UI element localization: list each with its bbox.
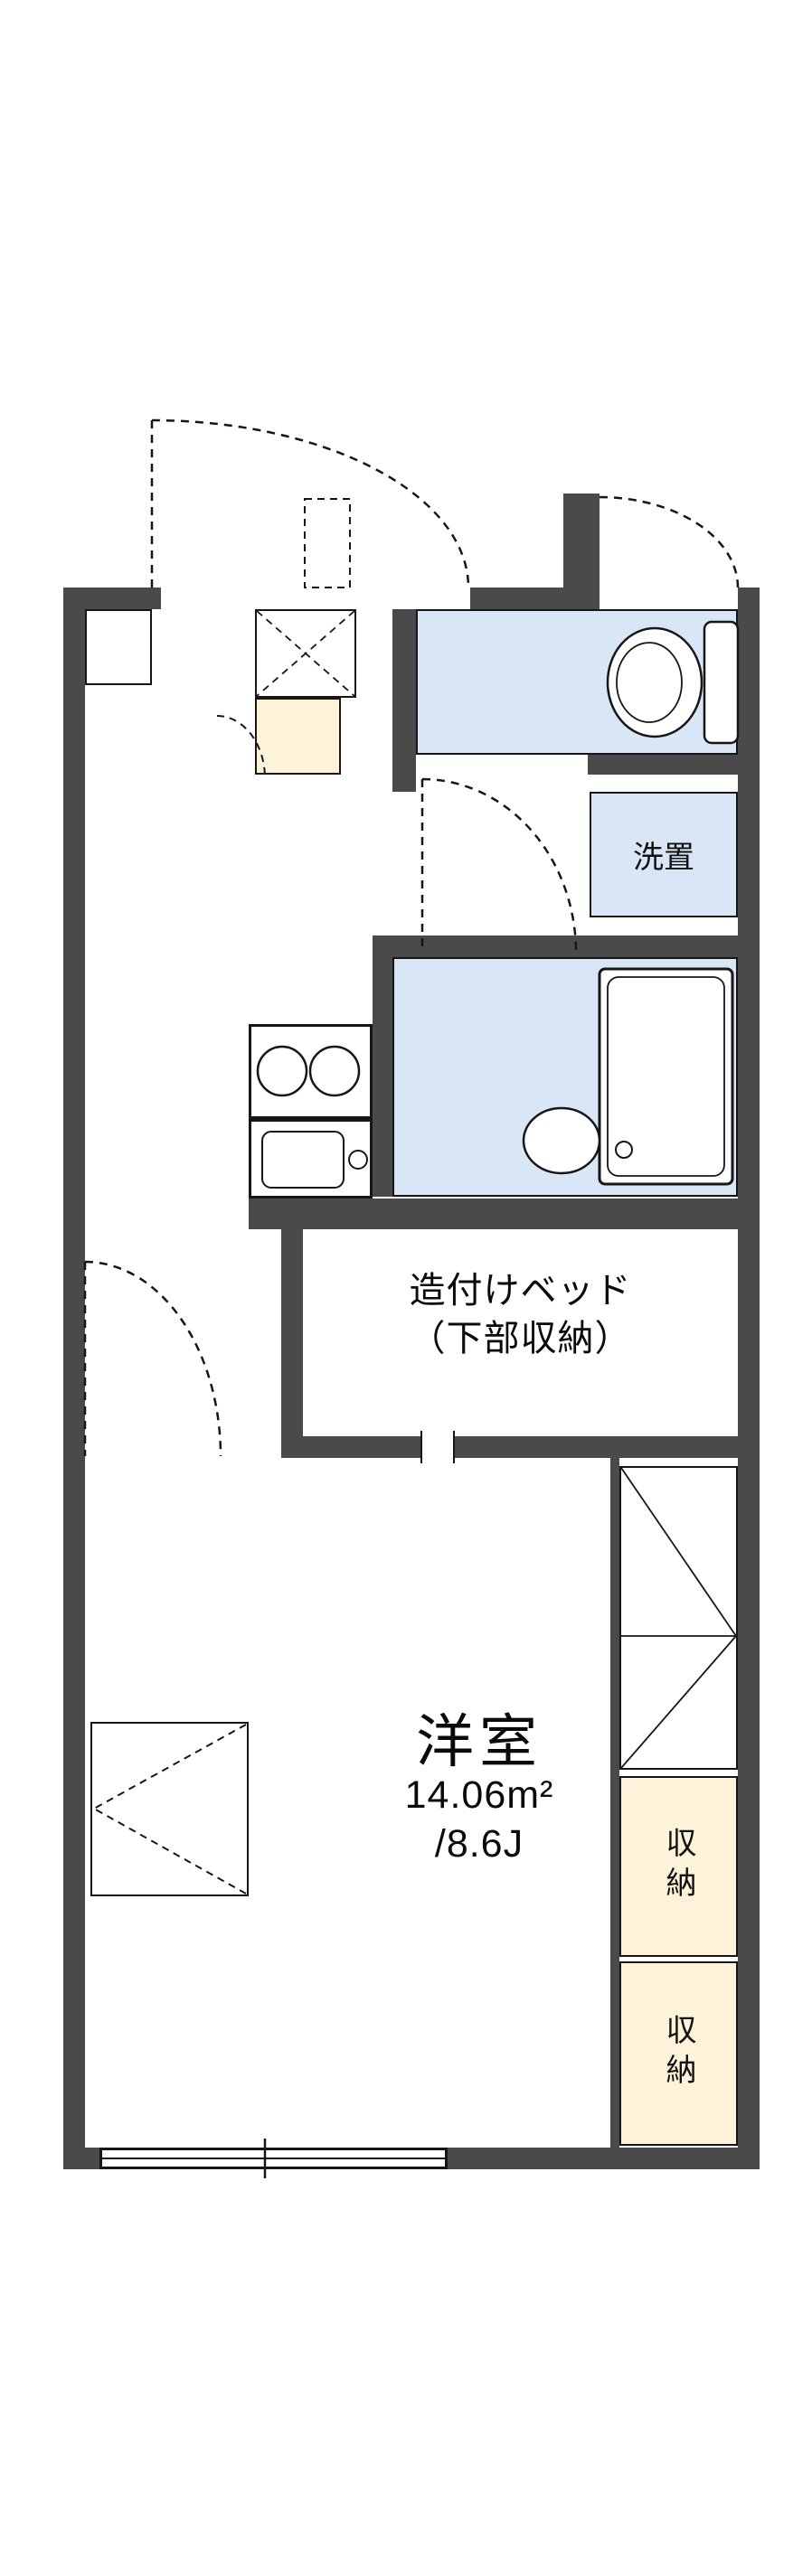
wall-top-b: [470, 588, 563, 609]
wall-bed-left: [281, 1229, 303, 1458]
closet-shelf-box: [619, 1466, 738, 1770]
storage-label-1: 収納: [661, 1827, 695, 1906]
wall-bath-top: [373, 935, 760, 957]
storage-label-2: 収納: [661, 2014, 695, 2093]
wall-bath-left: [373, 935, 392, 1197]
stove-unit: [249, 1024, 373, 1119]
wall-right: [738, 588, 760, 2169]
room-area-jo-label: /8.6J: [434, 1822, 524, 1866]
mini-cabinet-box: [255, 698, 341, 775]
bathroom: [392, 957, 738, 1197]
room-area-m2-label: 14.06m²: [404, 1773, 554, 1817]
wall-toilet-bottom: [588, 755, 760, 775]
entrance-door-swing-icon: [150, 418, 470, 588]
built-in-bed-label-line1: 造付けベッド: [409, 1271, 632, 1311]
built-in-bed-label: 造付けベッド （下部収納）: [303, 1267, 738, 1363]
storage-box-2: 収納: [619, 1961, 738, 2146]
entrance-step: [85, 609, 152, 685]
storage-box-1: 収納: [619, 1776, 738, 1957]
wall-bed-top-band: [249, 1199, 760, 1229]
folding-desk-box: [90, 1722, 249, 1896]
entrance-cabinet-box: [255, 609, 356, 698]
built-in-bed-label-line2: （下部収納）: [409, 1318, 632, 1359]
bathroom-door-swing-icon: [420, 777, 578, 954]
toilet-room: [416, 609, 738, 755]
room-door-swing-icon: [83, 1260, 222, 1457]
wall-toilet-left: [392, 609, 416, 792]
sub-door-swing-icon: [599, 495, 740, 588]
western-room-label: 洋室: [416, 1709, 543, 1774]
wall-bed-bottom: [281, 1436, 760, 1458]
washing-machine-area: 洗置: [590, 792, 738, 917]
window: [99, 2148, 448, 2169]
sink-unit: [249, 1119, 373, 1199]
wall-left: [63, 588, 85, 2169]
wall-entrance-stub: [563, 494, 600, 609]
wall-top-a: [63, 588, 161, 609]
washing-machine-label: 洗置: [633, 841, 694, 875]
entrance-door-leaf-icon: [304, 498, 351, 588]
wall-closet-left: [610, 1458, 619, 2148]
